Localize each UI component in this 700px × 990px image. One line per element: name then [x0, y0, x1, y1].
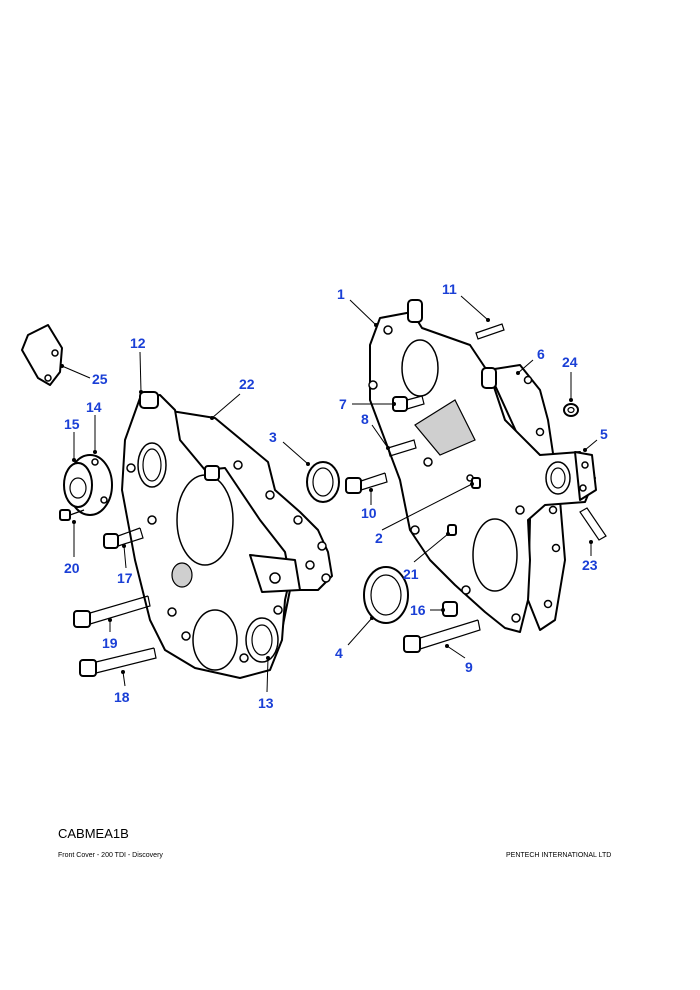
- callout-19: 19: [102, 635, 118, 651]
- callout-14: 14: [86, 399, 102, 415]
- callout-3: 3: [269, 429, 277, 445]
- callout-20: 20: [64, 560, 80, 576]
- callout-13: 13: [258, 695, 274, 711]
- bolt-18: [79, 647, 157, 677]
- front-cover-left: [121, 391, 301, 679]
- plug-16: [442, 601, 458, 617]
- bolt-19: [73, 595, 151, 628]
- footer-publisher: PENTECH INTERNATIONAL LTD: [506, 852, 612, 859]
- bolt-20: [59, 509, 85, 521]
- stud-23: [579, 507, 607, 541]
- bolt-17: [103, 527, 144, 549]
- oil-seal-3: [306, 461, 340, 503]
- callout-2: 2: [375, 530, 383, 546]
- callout-6: 6: [537, 346, 545, 362]
- washer-24: [563, 403, 579, 417]
- callout-18: 18: [114, 689, 130, 705]
- oil-seal-4: [363, 566, 409, 624]
- callout-11: 11: [442, 281, 457, 297]
- callout-5: 5: [600, 426, 608, 442]
- cover-plate-25: [21, 324, 63, 386]
- callout-7: 7: [339, 396, 347, 412]
- callout-16: 16: [410, 602, 426, 618]
- callout-9: 9: [465, 659, 473, 675]
- pulley-housing-14-15: [63, 454, 113, 516]
- leader-lines: [60, 295, 598, 693]
- callout-22: 22: [239, 376, 255, 392]
- callout-15: 15: [64, 416, 80, 432]
- stud-8: [387, 439, 417, 457]
- callout-labels: 1 2 3 4 5 6 7 8 9 10 11 12 13 14 15 16 1…: [64, 281, 608, 711]
- callout-23: 23: [582, 557, 598, 573]
- callout-1: 1: [337, 286, 345, 302]
- callout-8: 8: [361, 411, 369, 427]
- callout-25: 25: [92, 371, 108, 387]
- footer-document-title: Front Cover - 200 TDI - Discovery: [58, 852, 163, 859]
- callout-4: 4: [335, 645, 343, 661]
- callout-21: 21: [403, 566, 419, 582]
- callout-10: 10: [361, 505, 377, 521]
- callout-24: 24: [562, 354, 578, 370]
- bolt-10: [345, 472, 388, 494]
- bolt-9: [403, 619, 481, 653]
- callout-17: 17: [117, 570, 133, 586]
- stud-11: [475, 323, 505, 340]
- callout-12: 12: [130, 335, 146, 351]
- dowel-21: [447, 524, 457, 536]
- drawing-code: CABMEA1B: [58, 826, 129, 841]
